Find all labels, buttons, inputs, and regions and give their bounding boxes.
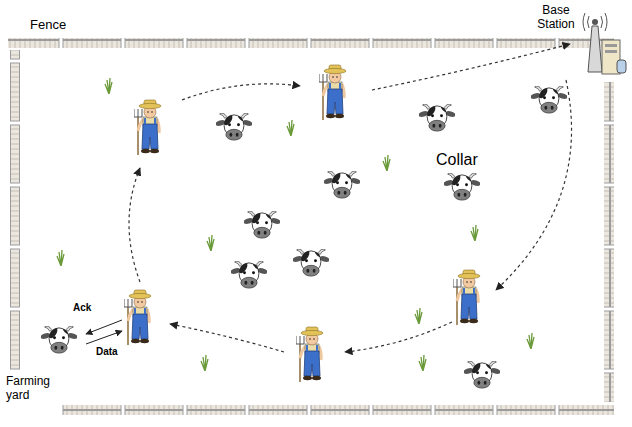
grass [419,355,426,371]
data-arrow [86,331,122,344]
route-arrow [182,84,300,100]
farmer-relay [124,290,151,345]
cow-with-collar [40,326,79,353]
ack-arrow [86,320,122,334]
route-arrow [372,44,570,90]
grass [415,308,422,324]
grass [287,120,294,136]
route-arrow [496,80,572,290]
grass [201,355,208,371]
relay-route [129,44,572,352]
route-arrow [170,324,284,352]
cattle [40,86,569,388]
base-station-icon [583,13,626,74]
farming-yard-label: Farming yard [5,375,63,403]
farmer-relay [296,327,323,382]
grass [105,78,112,94]
base-station-label: Base Station [530,4,582,32]
fence-bottom [62,405,614,415]
grass [527,333,534,349]
ack-label: Ack [72,302,92,314]
farmer-relay [319,65,346,120]
grass-tufts [57,78,534,371]
cow-with-collar [530,86,569,113]
fence-label: Fence [30,18,66,33]
route-arrow [129,168,140,282]
cow-with-collar [418,104,457,131]
fence-right [604,82,614,402]
cow-with-collar [323,171,362,198]
fence-left [10,50,20,370]
collar-label: Collar [436,151,478,169]
data-label: Data [95,346,119,358]
farmer-relay [134,100,161,155]
farmer-relay [453,270,480,325]
cow-with-collar [230,261,269,288]
farmers [124,65,480,382]
cow-with-collar [463,361,502,388]
route-arrow [345,322,452,352]
grass [471,225,478,241]
grass [57,250,64,266]
fence-top [8,38,614,48]
cow-with-collar [243,211,282,238]
grass [383,155,390,171]
cow-with-collar [443,173,482,200]
grass [207,235,214,251]
cow-with-collar [215,113,254,140]
cow-with-collar [292,249,331,276]
